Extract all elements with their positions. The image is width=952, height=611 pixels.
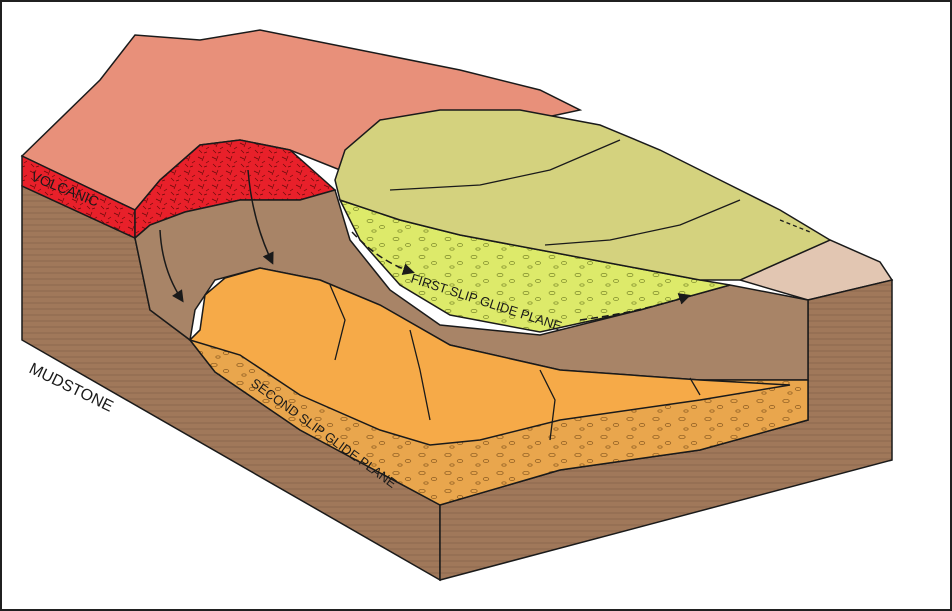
slip-arrow-middle [247,169,274,265]
second-slip-block [188,267,791,446]
first-slip-glide-arrow [351,231,415,276]
first-slip-glide-arrow-right [579,293,691,321]
second-slip-crack-2 [409,329,431,421]
first-slip-contour-1 [389,139,621,191]
second-slip-crack-4 [689,377,701,396]
first-slip-contour-2 [544,199,741,246]
first-slip-contour-3 [779,219,811,233]
slip-arrow-left [159,229,184,303]
second-slip-crack-3 [539,369,556,441]
second-slip-crack-1 [329,284,346,361]
slump-brown-zone [134,189,809,381]
first-slip-block [334,109,832,281]
